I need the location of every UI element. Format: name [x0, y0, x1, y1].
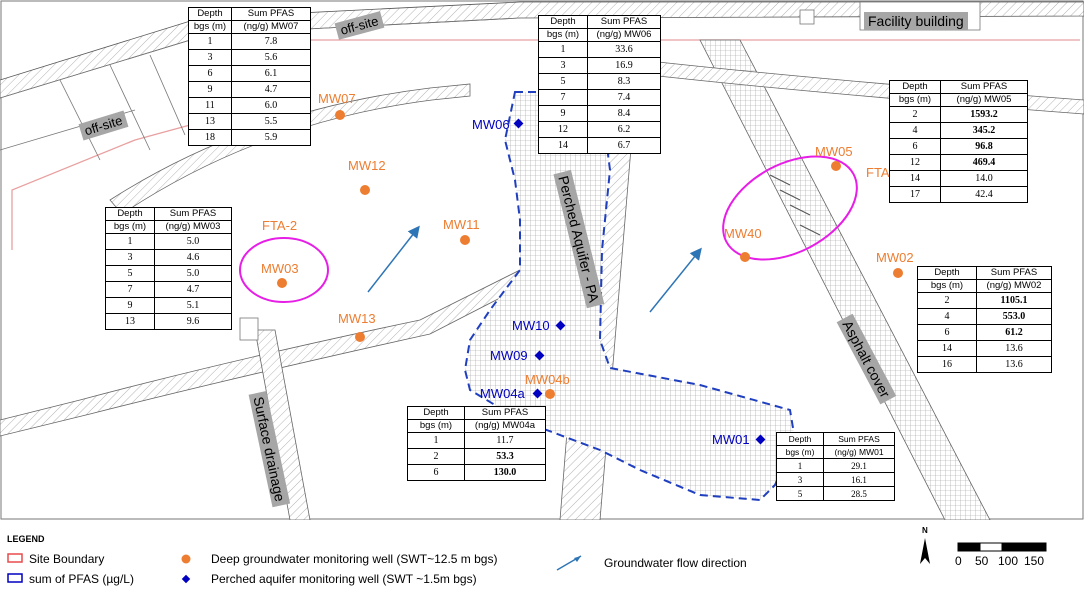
legend-site-boundary: Site Boundary	[29, 552, 105, 566]
well-label-mw04a: MW04a	[480, 386, 525, 401]
well-label-mw03: MW03	[261, 261, 299, 276]
fta-ring	[722, 155, 858, 261]
sum-pfas-swatch	[7, 573, 23, 583]
north-arrow-icon	[920, 538, 930, 564]
well-marker-mw09	[534, 350, 545, 361]
scale-bar	[957, 542, 1047, 552]
well-label-mw02: MW02	[876, 250, 914, 265]
well-label-mw04b: MW04b	[525, 372, 570, 387]
scale-label-150: 150	[1024, 554, 1045, 568]
deep-well-symbol	[181, 554, 191, 564]
well-marker-mw02	[893, 268, 903, 278]
legend: LEGEND Site Boundary sum of PFAS (µg/L) …	[0, 522, 1084, 591]
site-boundary-swatch	[7, 553, 23, 563]
well-label-mw10: MW10	[512, 318, 550, 333]
well-label-mw06: MW06	[472, 117, 510, 132]
perched-wells	[513, 118, 766, 445]
well-label-mw11: MW11	[443, 217, 480, 232]
north-label: N	[922, 526, 928, 535]
well-marker-mw04a	[532, 388, 543, 399]
scale-label-50: 50	[975, 554, 989, 568]
well-marker-mw40	[740, 252, 750, 262]
well-marker-mw04b	[545, 389, 555, 399]
legend-flow: Groundwater flow direction	[604, 556, 747, 570]
legend-deep-well: Deep groundwater monitoring well (SWT~12…	[211, 552, 498, 566]
fta2-ring	[239, 237, 329, 303]
well-marker-mw01	[755, 434, 766, 445]
flow-arrow-east	[649, 247, 702, 313]
well-label-mw40: MW40	[724, 226, 762, 241]
well-label-mw09: MW09	[490, 348, 528, 363]
perched-well-symbol	[181, 574, 191, 584]
flow-direction-symbol	[556, 555, 582, 571]
fta2-label: FTA-2	[262, 218, 298, 233]
well-label-mw01: MW01	[712, 432, 750, 447]
well-marker-mw03	[277, 278, 287, 288]
well-label-mw05: MW05	[815, 144, 853, 159]
well-marker-mw05	[831, 161, 841, 171]
well-marker-mw12	[360, 185, 370, 195]
legend-title: LEGEND	[7, 534, 45, 544]
legend-perched-well: Perched aquifer monitoring well (SWT ~1.…	[211, 572, 477, 586]
flow-arrow-west	[367, 225, 420, 293]
well-label-mw07: MW07	[318, 91, 356, 106]
asphalt-marks	[769, 174, 821, 236]
well-label-mw13: MW13	[338, 311, 376, 326]
scale-label-0: 0	[955, 554, 962, 568]
well-marker-mw06	[513, 118, 524, 129]
well-label-mw12: MW12	[348, 158, 386, 173]
well-marker-mw13	[355, 332, 365, 342]
legend-sum-pfas: sum of PFAS (µg/L)	[29, 572, 134, 586]
deep-wells	[277, 110, 903, 399]
scale-label-100: 100	[998, 554, 1019, 568]
well-marker-mw07	[335, 110, 345, 120]
well-marker-mw11	[460, 235, 470, 245]
fta-label: FTA	[866, 165, 890, 180]
facility-label: Facility building	[864, 12, 968, 30]
well-marker-mw10	[555, 320, 566, 331]
